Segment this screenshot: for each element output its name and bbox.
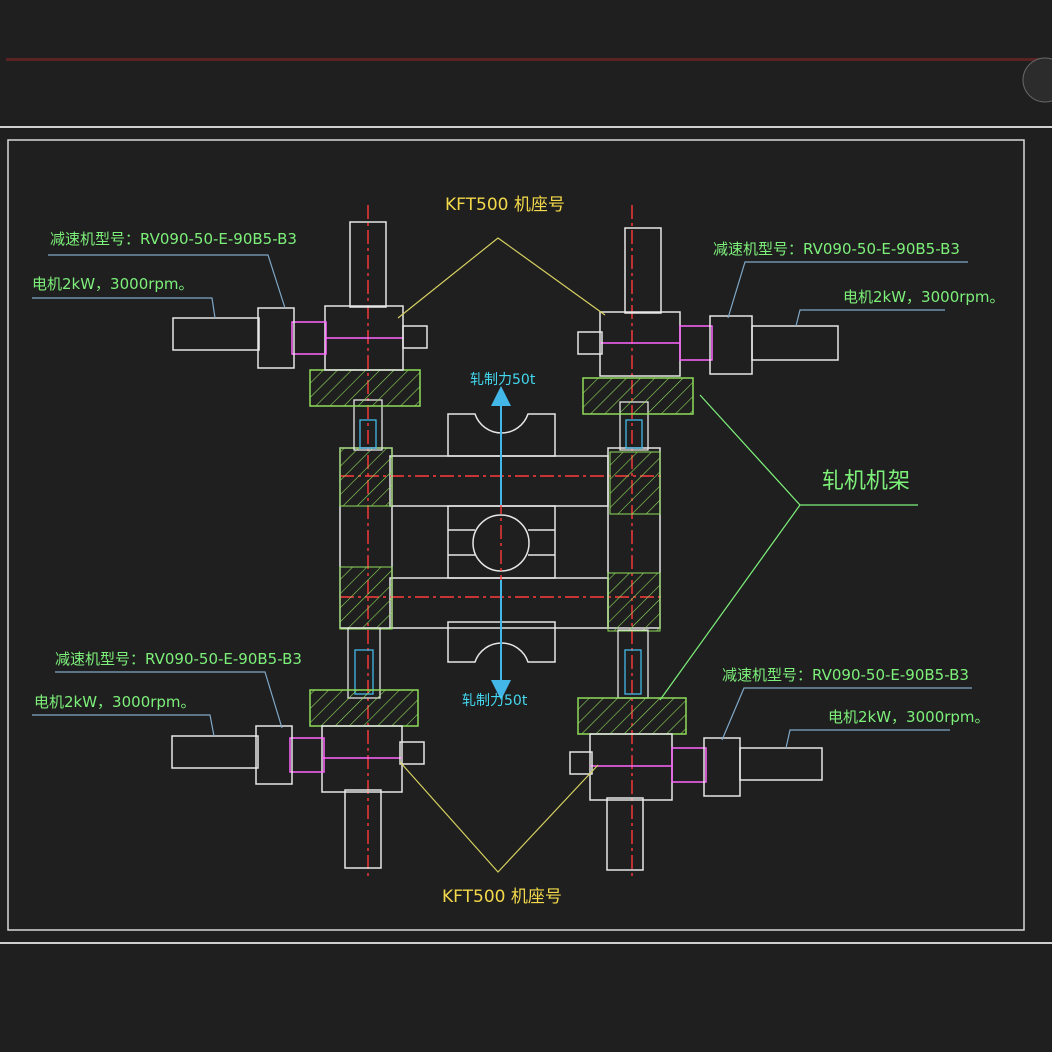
reducer-label-bottom-right: 减速机型号：RV090-50-E-90B5-B3 bbox=[722, 666, 969, 684]
reducer-label-top-left: 减速机型号：RV090-50-E-90B5-B3 bbox=[50, 230, 297, 248]
nav-wheel-icon[interactable] bbox=[1022, 57, 1052, 103]
assembly-top-right bbox=[577, 227, 839, 377]
viewport-border-bottom bbox=[0, 942, 1052, 944]
motor-label-top-right: 电机2kW，3000rpm。 bbox=[843, 288, 1005, 306]
force-label-up: 轧制力50t bbox=[470, 372, 536, 388]
frame-post-right bbox=[607, 447, 661, 632]
seat-label-bottom: KFT500 机座号 bbox=[442, 887, 562, 907]
frame-post-left bbox=[339, 447, 393, 630]
frame-label: 轧机机架 bbox=[822, 469, 910, 494]
viewport-border-top bbox=[0, 126, 1052, 128]
seat-label-top: KFT500 机座号 bbox=[445, 195, 565, 215]
assembly-bottom-right bbox=[569, 733, 823, 871]
mounting-plates bbox=[309, 369, 694, 735]
top-red-line bbox=[6, 58, 1052, 61]
motor-label-bottom-right: 电机2kW，3000rpm。 bbox=[828, 708, 990, 726]
reducer-label-top-right: 减速机型号：RV090-50-E-90B5-B3 bbox=[713, 240, 960, 258]
assembly-top-left bbox=[172, 221, 428, 371]
force-label-down: 轧制力50t bbox=[462, 693, 528, 709]
reducer-label-bottom-left: 减速机型号：RV090-50-E-90B5-B3 bbox=[55, 650, 302, 668]
motor-label-top-left: 电机2kW，3000rpm。 bbox=[32, 275, 194, 293]
leader-lines bbox=[32, 237, 972, 873]
assembly-bottom-left bbox=[171, 725, 425, 869]
motor-label-bottom-left: 电机2kW，3000rpm。 bbox=[34, 693, 196, 711]
drawing-frame bbox=[7, 139, 1025, 931]
